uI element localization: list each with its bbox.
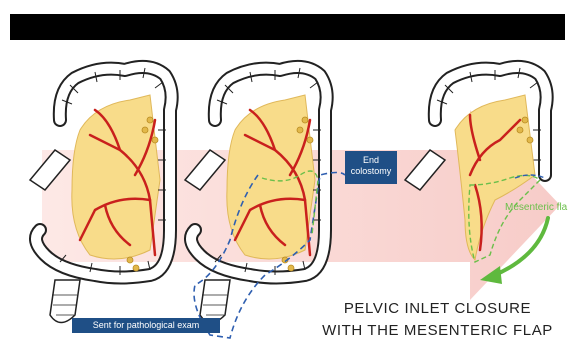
rectum — [200, 280, 230, 323]
end-colostomy-line-2: colostomy — [345, 166, 397, 177]
mesenteric-flap-label: Mesenteric fla — [505, 202, 567, 213]
title-line-2: WITH THE MESENTERIC FLAP — [300, 320, 575, 342]
title-line-1: PELVIC INLET CLOSURE — [300, 298, 575, 320]
end-colostomy-line-1: End — [345, 155, 397, 166]
end-colostomy-label: End colostomy — [345, 151, 397, 184]
sent-for-exam-label: Sent for pathological exam — [72, 318, 220, 333]
rectum — [50, 280, 80, 323]
diagram-title: PELVIC INLET CLOSURE WITH THE MESENTERIC… — [300, 298, 575, 342]
